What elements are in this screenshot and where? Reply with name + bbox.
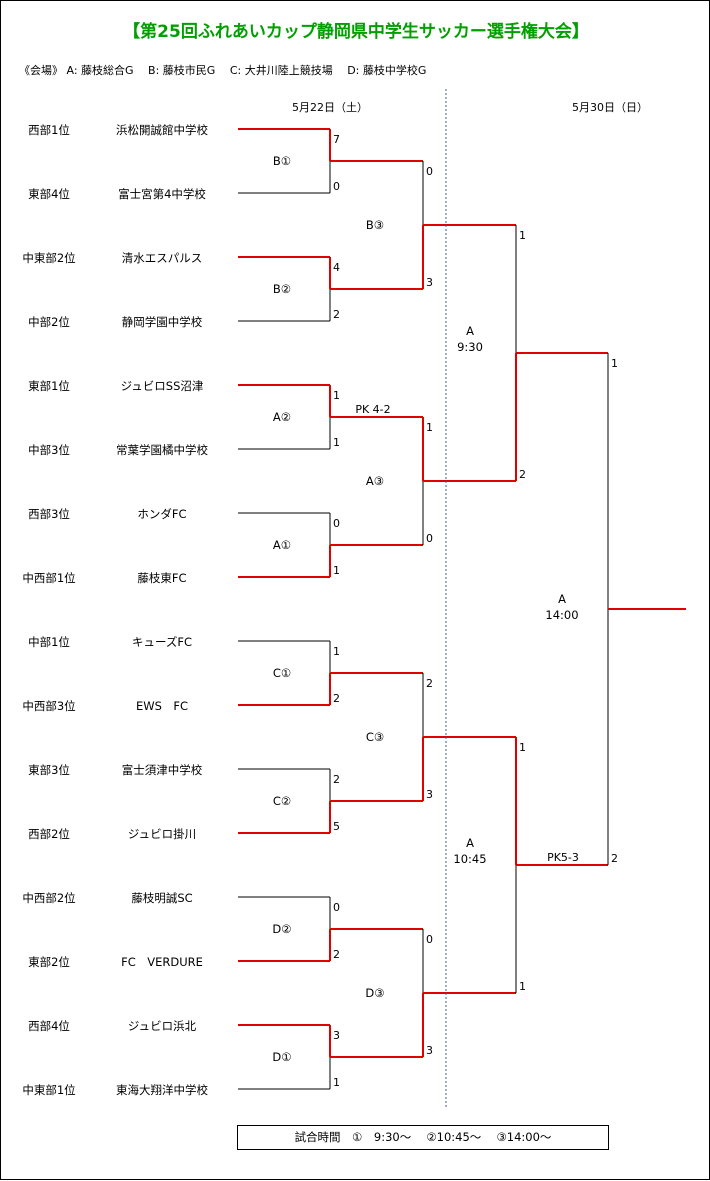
match-score: 5 (333, 820, 340, 833)
match-score: 1 (333, 645, 340, 658)
match-score: 1 (519, 741, 526, 754)
team-name: キューズFC (131, 635, 193, 649)
match-score: 2 (333, 308, 340, 321)
team-name: 清水エスパルス (121, 251, 203, 265)
match-score: 0 (426, 165, 433, 178)
match-score: 1 (519, 229, 526, 242)
match-score: 4 (333, 261, 340, 274)
team-rank: 中東部1位 (22, 1083, 76, 1097)
match-score: 7 (333, 133, 340, 146)
team-name: ジュビロSS沼津 (120, 379, 204, 393)
venue-legend: 《会場》 A: 藤枝総合G B: 藤枝市民G C: 大井川陸上競技場 D: 藤枝… (19, 64, 427, 77)
match-score: 1 (333, 389, 340, 402)
team-rank: 中部1位 (28, 635, 70, 649)
match-score: 1 (333, 436, 340, 449)
match-label: D② (272, 922, 292, 936)
team-rank: 東部4位 (28, 187, 70, 201)
match-score: 3 (426, 788, 433, 801)
match-venue: A (466, 836, 474, 850)
pk-result: PK5-3 (547, 851, 579, 864)
team-name: 藤枝明誠SC (131, 891, 193, 905)
team-rank: 西部2位 (28, 827, 70, 841)
match-time: 10:45 (453, 852, 487, 866)
match-score: 0 (333, 180, 340, 193)
match-time: 9:30 (457, 340, 483, 354)
team-name: EWS FC (135, 699, 189, 713)
team-rank: 東部2位 (28, 955, 70, 969)
team-rank: 中西部1位 (22, 571, 76, 585)
match-label: D① (272, 1050, 292, 1064)
match-times-note: 試合時間 ① 9:30～ ②10:45～ ③14:00～ (237, 1125, 609, 1150)
match-score: 0 (426, 532, 433, 545)
match-time: 14:00 (545, 608, 579, 622)
team-name: FC VERDURE (121, 955, 203, 969)
match-score: 0 (333, 901, 340, 914)
match-score: 3 (333, 1029, 340, 1042)
team-rank: 西部1位 (28, 123, 70, 137)
match-venue: A (466, 324, 474, 338)
team-name: 藤枝東FC (137, 571, 187, 585)
match-score: 3 (426, 276, 433, 289)
match-label: A① (272, 538, 292, 552)
match-score: 2 (333, 773, 340, 786)
team-rank: 中部3位 (28, 443, 70, 457)
match-label: C② (272, 794, 292, 808)
match-score: 1 (333, 564, 340, 577)
team-rank: 中東部2位 (22, 251, 76, 265)
match-label: C③ (365, 730, 385, 744)
team-name: ジュビロ掛川 (127, 827, 197, 841)
team-rank: 中部2位 (28, 315, 70, 329)
match-score: 1 (519, 980, 526, 993)
match-score: 1 (426, 421, 433, 434)
match-score: 2 (426, 677, 433, 690)
team-rank: 東部1位 (28, 379, 70, 393)
match-label: D③ (365, 986, 385, 1000)
team-name: 静岡学園中学校 (121, 315, 203, 329)
team-name: 富士宮第4中学校 (118, 187, 206, 201)
page-title: 【第25回ふれあいカップ静岡県中学生サッカー選手権大会】 (123, 22, 589, 42)
team-rank: 西部4位 (28, 1019, 70, 1033)
match-score: 2 (519, 468, 526, 481)
pk-result: PK 4-2 (355, 403, 391, 416)
team-name: ホンダFC (137, 507, 187, 521)
team-name: 東海大翔洋中学校 (116, 1083, 208, 1097)
date-day1: 5月22日（土） (292, 101, 368, 114)
match-label: B② (272, 282, 292, 296)
team-rank: 東部3位 (28, 763, 70, 777)
match-score: 1 (611, 357, 618, 370)
match-score: 0 (333, 517, 340, 530)
match-venue: A (558, 592, 566, 606)
team-name: 富士須津中学校 (121, 763, 203, 777)
match-label: B① (272, 154, 292, 168)
team-name: 浜松開誠館中学校 (116, 123, 208, 137)
match-score: 2 (333, 948, 340, 961)
match-label: C① (272, 666, 292, 680)
date-day2: 5月30日（日） (572, 101, 648, 114)
match-score: 3 (426, 1044, 433, 1057)
team-rank: 中西部3位 (22, 699, 76, 713)
match-score: 2 (611, 852, 618, 865)
team-name: ジュビロ浜北 (127, 1019, 197, 1033)
team-name: 常葉学園橘中学校 (116, 443, 208, 457)
match-label: B③ (365, 218, 385, 232)
team-rank: 西部3位 (28, 507, 70, 521)
match-label: A③ (365, 474, 385, 488)
match-label: A② (272, 410, 292, 424)
match-score: 2 (333, 692, 340, 705)
match-score: 1 (333, 1076, 340, 1089)
team-rank: 中西部2位 (22, 891, 76, 905)
match-score: 0 (426, 933, 433, 946)
